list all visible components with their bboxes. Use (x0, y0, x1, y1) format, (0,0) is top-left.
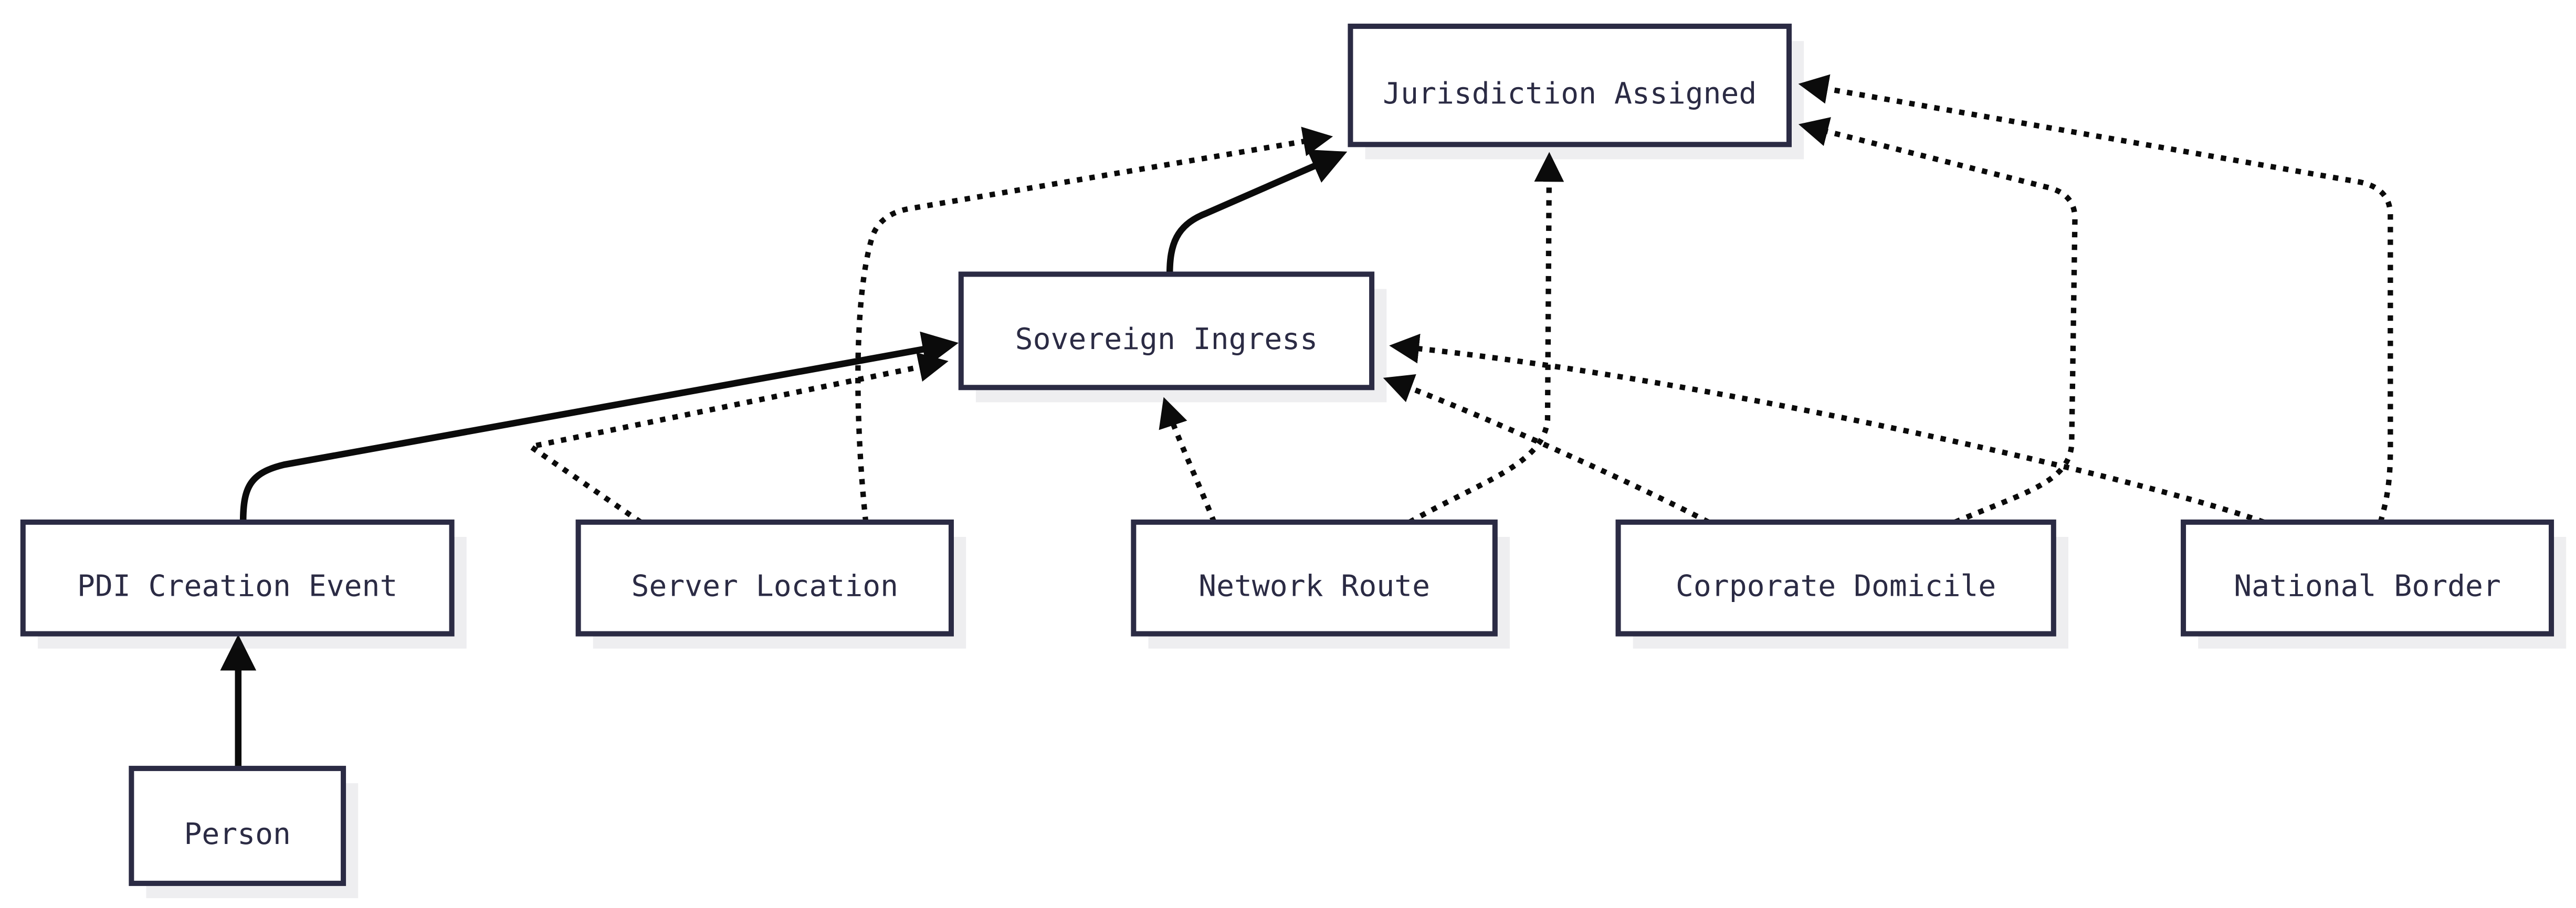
node-box (2181, 519, 2554, 637)
node-label: Person (184, 817, 290, 851)
edge-network-route-to-sovereign-ingress (1159, 397, 1217, 523)
node-label: Sovereign Ingress (1015, 322, 1318, 356)
node-sovereign-ingress: Sovereign Ingress (958, 271, 1387, 403)
node-pdi-creation-event: PDI Creation Event (20, 519, 467, 649)
node-box (1615, 519, 2056, 637)
node-network-route: Network Route (1131, 519, 1510, 649)
node-box (958, 271, 1375, 390)
node-national-border: National Border (2181, 519, 2567, 649)
edge-corporate-domicile-to-jurisdiction-assigned (1798, 117, 2078, 525)
node-label: National Border (2234, 569, 2501, 604)
node-corporate-domicile: Corporate Domicile (1615, 519, 2068, 649)
node-box (575, 519, 954, 637)
node-label: Network Route (1198, 569, 1430, 604)
node-server-location: Server Location (575, 519, 966, 649)
edge-corporate-domicile-to-sovereign-ingress (1383, 374, 1710, 525)
edge-national-border-to-jurisdiction-assigned (1798, 74, 2393, 523)
edge-server-location-to-jurisdiction-assigned (855, 126, 1333, 523)
node-label: PDI Creation Event (77, 569, 397, 604)
node-box (20, 519, 455, 637)
edges-layer (220, 74, 2393, 769)
node-jurisdiction-assigned: Jurisdiction Assigned (1348, 24, 1804, 160)
node-box (129, 766, 346, 886)
nodes-layer: Jurisdiction Assigned Sovereign Ingress … (20, 24, 2567, 899)
node-box (1348, 24, 1792, 147)
node-box (1131, 519, 1498, 637)
edge-sovereign-ingress-to-jurisdiction-assigned (1166, 149, 1348, 274)
edge-server-location-to-sovereign-ingress (528, 352, 949, 525)
edge-national-border-to-sovereign-ingress (1389, 333, 2265, 525)
node-label: Corporate Domicile (1676, 569, 1996, 604)
node-label: Jurisdiction Assigned (1383, 77, 1757, 111)
node-person: Person (129, 766, 359, 899)
node-label: Server Location (631, 569, 898, 604)
edge-network-route-to-jurisdiction-assigned (1408, 152, 1564, 525)
edge-pdi-creation-event-to-sovereign-ingress (239, 331, 959, 522)
